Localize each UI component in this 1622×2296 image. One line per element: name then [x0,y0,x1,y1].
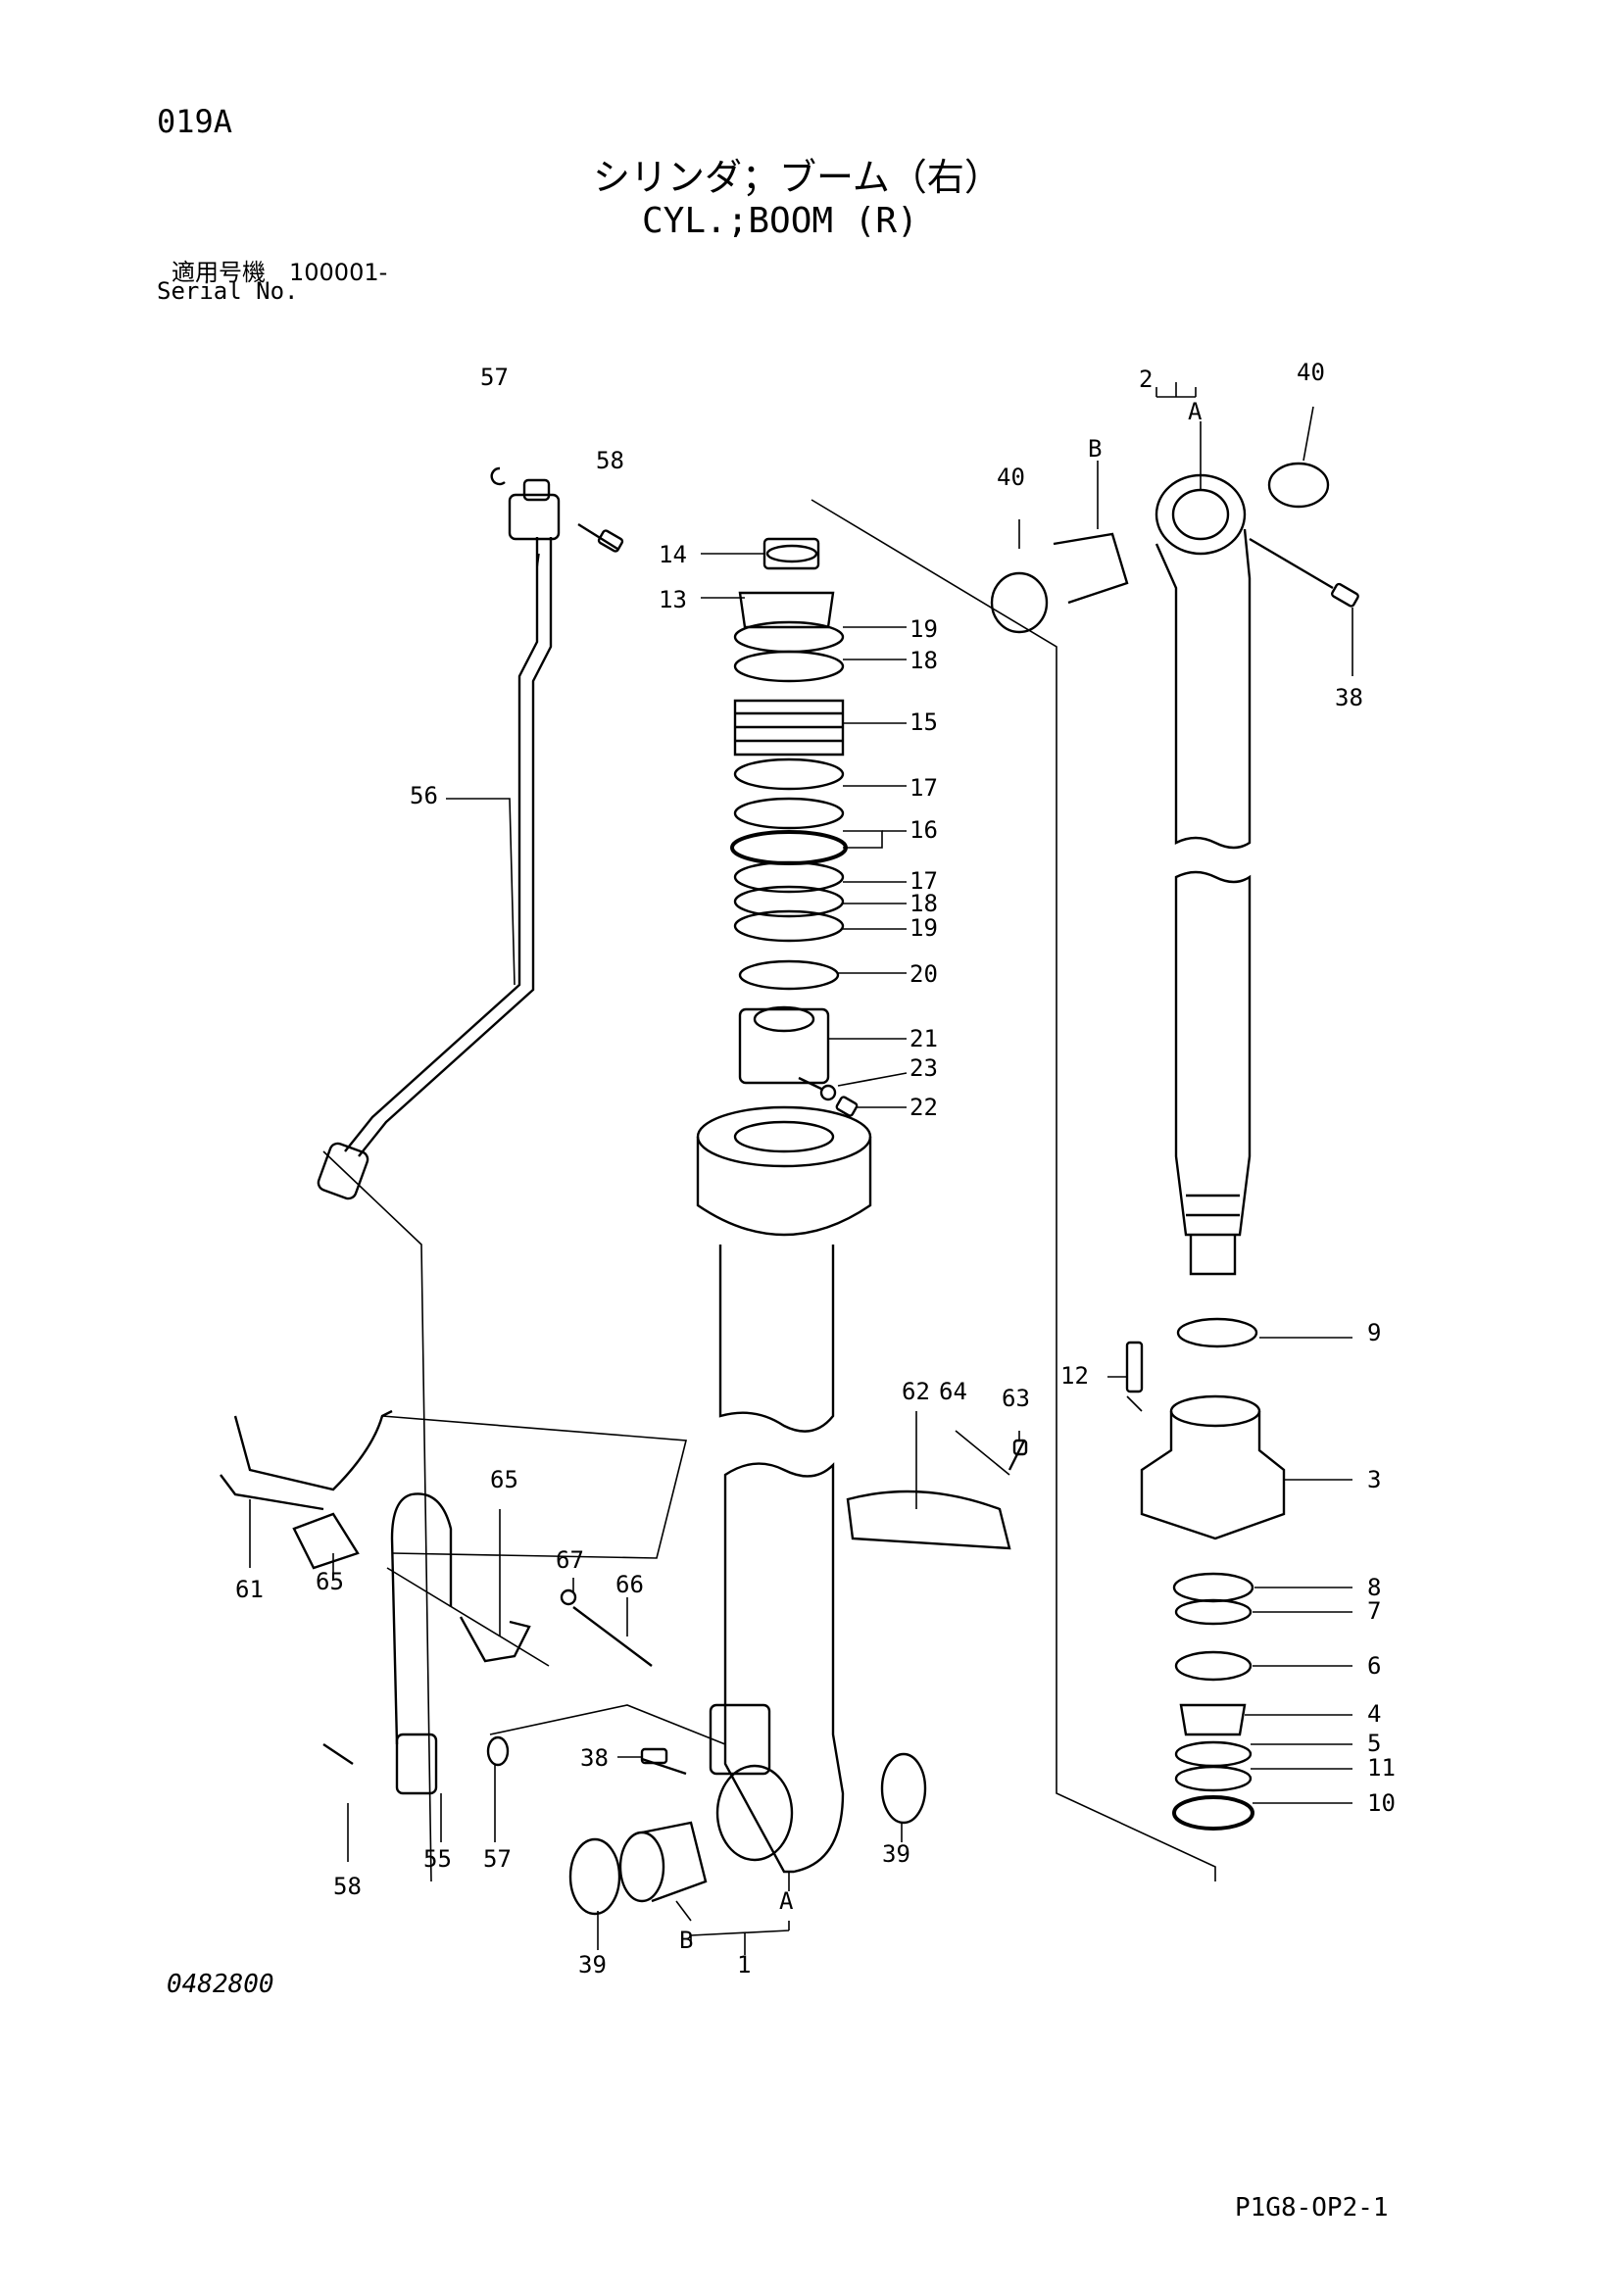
callout-40: 40 [997,464,1025,491]
clamps [220,1409,1028,1795]
callout-61: 61 [235,1576,264,1603]
callout-58: 58 [596,447,624,474]
guide-lines [322,499,1216,1882]
callout-38: 38 [1335,684,1363,711]
callout-39: 39 [882,1840,910,1868]
callout-62: 62 [902,1378,930,1405]
leader-lines [249,382,1353,1955]
sheet-number: P1G8-OP2-1 [1235,2193,1389,2223]
title-english: CYL.;BOOM (R) [642,201,918,241]
callout-16: 16 [909,816,938,844]
callout-63: 63 [1002,1385,1030,1412]
cylinder-tube [696,1105,872,1874]
callout-B: B [679,1927,693,1954]
callout-57: 57 [480,364,509,391]
callout-65: 65 [316,1568,344,1595]
callout-20: 20 [909,960,938,988]
callout-15: 15 [909,708,938,736]
callout-18: 18 [909,890,938,917]
callout-17: 17 [909,774,938,802]
callout-39: 39 [578,1951,607,1978]
callout-13: 13 [659,586,687,613]
callout-65: 65 [490,1466,518,1493]
callout-40: 40 [1297,359,1325,386]
callout-7: 7 [1367,1597,1381,1625]
drawing-number: 0482800 [167,1970,274,1999]
callout-11: 11 [1367,1754,1396,1782]
callout-A: A [779,1887,794,1915]
callout-38: 38 [580,1744,609,1772]
callout-66: 66 [615,1571,644,1598]
callout-55: 55 [423,1845,452,1873]
seal-stack [730,537,859,1117]
callout-10: 10 [1367,1789,1396,1817]
callout-3: 3 [1367,1466,1381,1493]
callout-A: A [1188,398,1203,425]
callout-12: 12 [1060,1362,1089,1390]
callout-64: 64 [939,1378,967,1405]
callout-57: 57 [483,1845,512,1873]
cylinder-head [1125,1317,1286,1831]
callout-17: 17 [909,867,938,895]
callout-labels: 57585614131918151716171819202123222AB404… [235,359,1396,1978]
callout-19: 19 [909,615,938,643]
piston-rod [990,462,1359,1276]
callout-B: B [1088,435,1102,463]
callout-19: 19 [909,914,938,942]
callout-18: 18 [909,647,938,674]
hose-pipe [317,466,624,1200]
callout-67: 67 [556,1546,584,1574]
callout-5: 5 [1367,1730,1381,1757]
callout-56: 56 [410,782,438,809]
page-code: 019A [157,103,233,140]
callout-21: 21 [909,1025,938,1052]
title-japanese: シリンダ；ブーム（右） [593,156,1002,199]
callout-23: 23 [909,1054,938,1082]
callout-4: 4 [1367,1700,1381,1728]
serial-label-english: Serial No. [157,277,299,305]
callout-14: 14 [659,541,687,568]
serial-label-japanese: 適用号機 100001- [172,259,388,286]
callout-6: 6 [1367,1652,1381,1680]
callout-9: 9 [1367,1319,1381,1346]
callout-2: 2 [1139,366,1153,393]
callout-1: 1 [737,1951,751,1978]
callout-22: 22 [909,1094,938,1121]
callout-8: 8 [1367,1574,1381,1601]
callout-58: 58 [333,1873,362,1900]
bushings-lower [568,1747,927,1916]
